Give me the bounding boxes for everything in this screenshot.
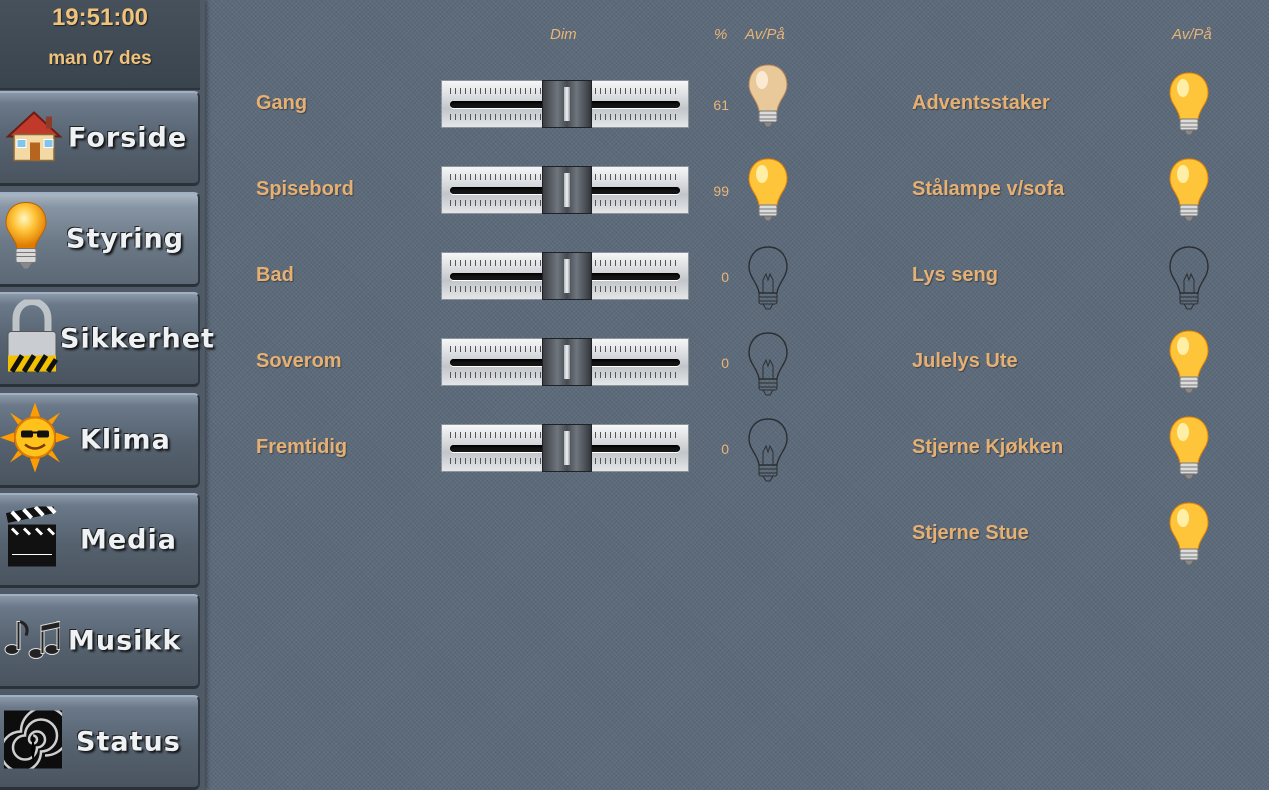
lightbulb-icon[interactable]: [1167, 244, 1211, 312]
slider-thumb[interactable]: [542, 252, 592, 300]
nav-label-media: Media: [80, 524, 177, 556]
dimmer-label: Fremtidig: [256, 436, 348, 458]
header-percent: %: [714, 26, 728, 43]
slider-thumb[interactable]: [542, 424, 592, 472]
spiral-icon: [0, 706, 71, 774]
dimmer-label: Spisebord: [256, 178, 354, 200]
switch-label: Adventsstaker: [912, 92, 1050, 114]
dim-slider[interactable]: [441, 424, 689, 472]
dimmer-percent: 0: [721, 269, 729, 285]
dim-slider[interactable]: [441, 80, 689, 128]
padlock-icon: [4, 297, 60, 379]
header-onoff-right: Av/På: [1172, 26, 1212, 43]
switch-label: Stjerne Stue: [912, 522, 1029, 544]
nav-label-musikk: Musikk: [68, 625, 182, 657]
dim-slider[interactable]: [441, 166, 689, 214]
dimmer-percent: 99: [713, 183, 729, 199]
nav-label-sikkerhet: Sikkerhet: [60, 323, 215, 355]
sun-icon: [0, 402, 70, 478]
music-notes-icon: [2, 616, 61, 667]
lightbulb-icon[interactable]: [746, 330, 790, 398]
nav-label-status: Status: [76, 726, 181, 758]
lightbulb-icon[interactable]: [1167, 500, 1211, 568]
lightbulb-icon[interactable]: [746, 244, 790, 312]
clapperboard-icon: [5, 503, 58, 574]
lightbulb-icon[interactable]: [1167, 70, 1211, 138]
slider-thumb[interactable]: [542, 338, 592, 386]
sidebar: 19:51:00 man 07 des Forside: [0, 0, 214, 790]
nav-button-forside[interactable]: Forside: [0, 91, 200, 186]
nav-label-forside: Forside: [68, 122, 188, 154]
dimmer-label: Soverom: [256, 350, 342, 372]
lightbulb-icon[interactable]: [746, 416, 790, 484]
nav-label-klima: Klima: [80, 424, 171, 456]
nav-label-styring: Styring: [66, 223, 185, 255]
header-dim: Dim: [550, 26, 577, 43]
lightbulb-icon: [4, 201, 48, 278]
dimmer-percent: 0: [721, 355, 729, 371]
dim-slider[interactable]: [441, 252, 689, 300]
switch-label: Julelys Ute: [912, 350, 1018, 372]
clock-time: 19:51:00: [51, 4, 149, 31]
clock-date: man 07 des: [48, 48, 152, 69]
dimmer-percent: 61: [713, 97, 729, 113]
nav-button-sikkerhet[interactable]: Sikkerhet: [0, 292, 214, 387]
dimmer-label: Gang: [256, 92, 308, 114]
slider-thumb[interactable]: [542, 80, 592, 128]
house-icon: [2, 107, 66, 170]
lightbulb-icon[interactable]: [746, 62, 790, 130]
nav-button-musikk[interactable]: Musikk: [0, 594, 200, 689]
clock-panel: 19:51:00 man 07 des: [0, 0, 200, 90]
switch-label: Lys seng: [912, 264, 998, 286]
lightbulb-icon[interactable]: [1167, 328, 1211, 396]
dim-slider[interactable]: [441, 338, 689, 386]
slider-thumb[interactable]: [542, 166, 592, 214]
lightbulb-icon[interactable]: [746, 156, 790, 224]
nav-button-klima[interactable]: Klima: [0, 393, 200, 488]
switch-label: Stjerne Kjøkken: [912, 436, 1064, 458]
dimmer-label: Bad: [256, 264, 294, 286]
header-onoff-left: Av/På: [745, 26, 785, 43]
nav-button-media[interactable]: Media: [0, 493, 200, 588]
switch-label: Stålampe v/sofa: [912, 178, 1065, 200]
nav-button-status[interactable]: Status: [0, 695, 200, 790]
nav-button-styring[interactable]: Styring: [0, 192, 200, 287]
lightbulb-icon[interactable]: [1167, 156, 1211, 224]
dimmer-percent: 0: [721, 441, 729, 457]
lightbulb-icon[interactable]: [1167, 414, 1211, 482]
